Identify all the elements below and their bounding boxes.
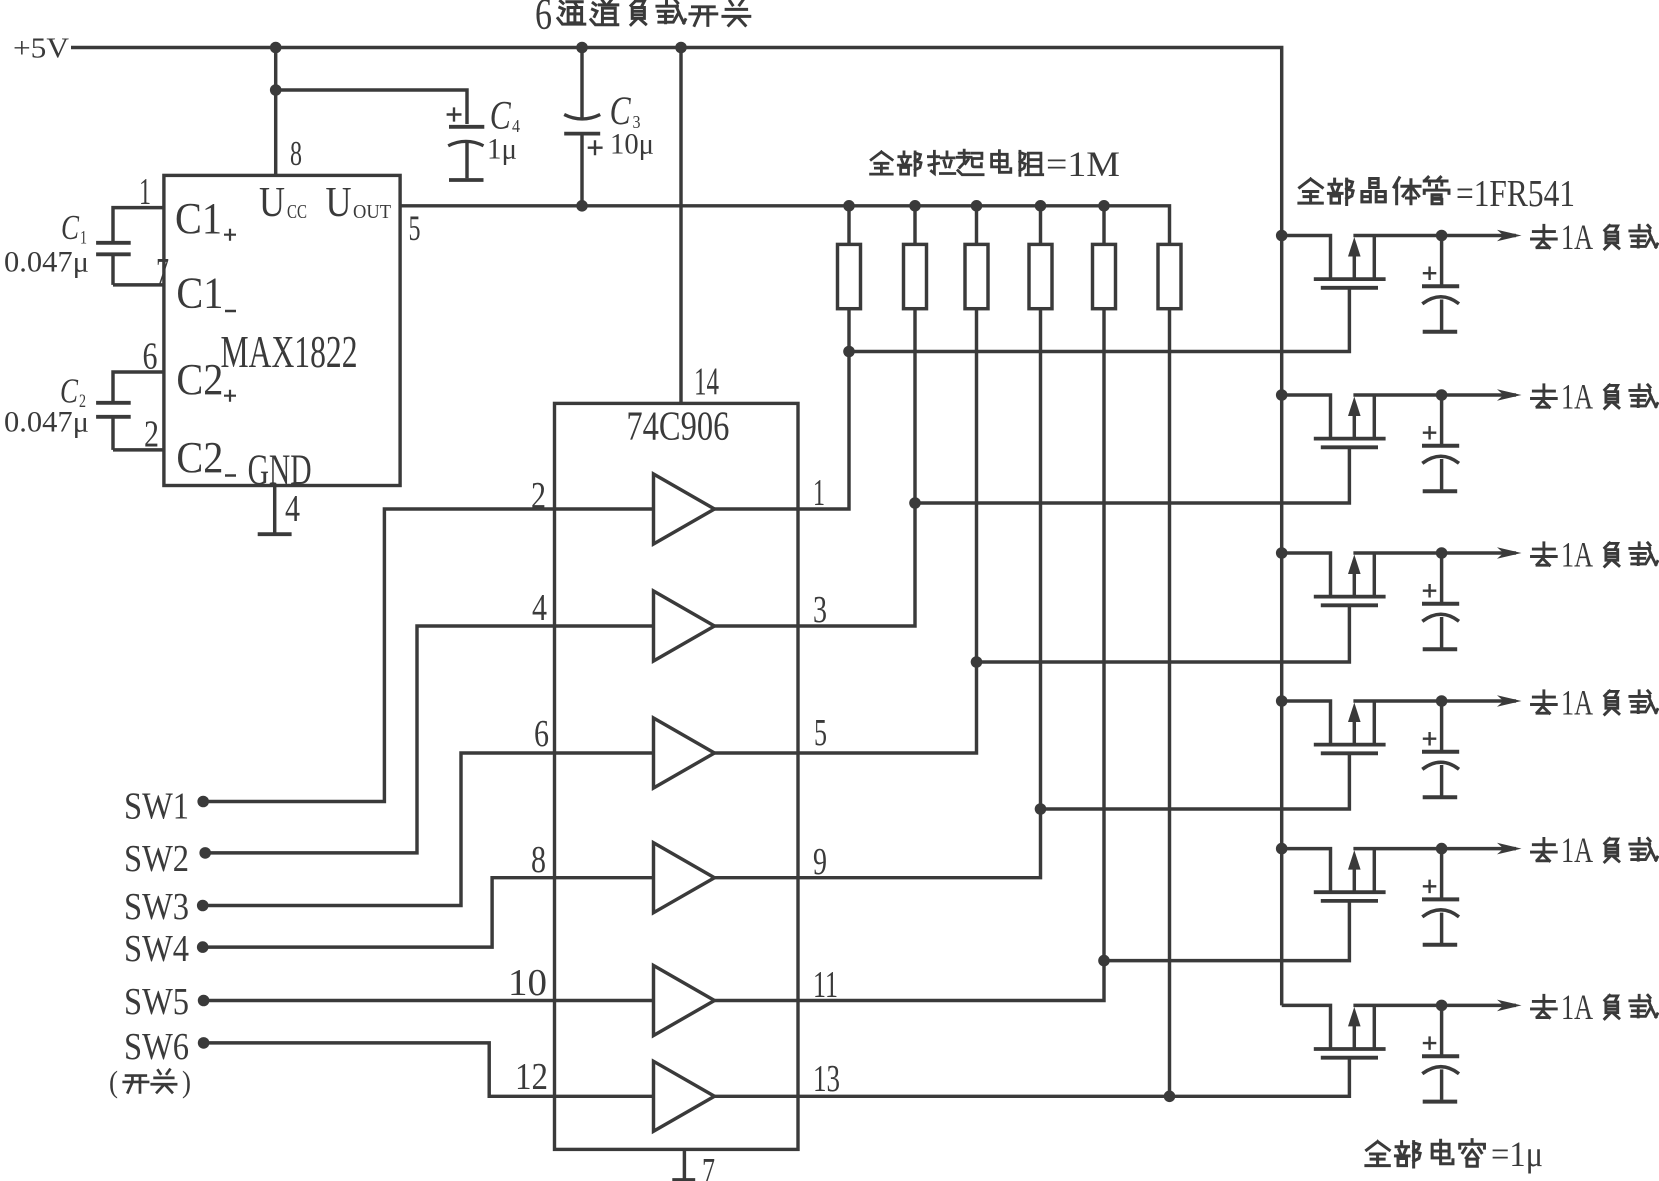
svg-text:1A: 1A	[1561, 830, 1593, 870]
svg-text:8: 8	[531, 839, 546, 881]
svg-text:3: 3	[813, 589, 827, 631]
svg-text:MAX1822: MAX1822	[221, 326, 358, 377]
svg-text:C: C	[60, 372, 78, 411]
svg-text:2: 2	[79, 391, 86, 412]
svg-text:C1: C1	[176, 269, 223, 318]
svg-text:2: 2	[531, 475, 546, 517]
svg-text:1: 1	[80, 228, 87, 249]
svg-text:5: 5	[409, 208, 421, 248]
svg-text:2: 2	[144, 414, 159, 456]
svg-text:1A: 1A	[1561, 987, 1593, 1027]
svg-text:C: C	[61, 208, 79, 247]
svg-text:GND: GND	[248, 447, 312, 494]
svg-text:7: 7	[156, 251, 169, 293]
svg-text:SW6: SW6	[124, 1026, 189, 1068]
svg-text:CC: CC	[287, 201, 307, 223]
svg-text:=1M: =1M	[1046, 144, 1120, 184]
svg-text:C: C	[490, 93, 512, 138]
svg-text:14: 14	[694, 360, 719, 403]
svg-text:): )	[182, 1064, 191, 1099]
svg-text:1A: 1A	[1561, 217, 1593, 257]
svg-text:SW3: SW3	[124, 886, 189, 928]
svg-text:4: 4	[512, 116, 520, 136]
svg-text:1A: 1A	[1561, 377, 1593, 417]
svg-text:3: 3	[633, 112, 641, 132]
svg-text:SW4: SW4	[124, 928, 189, 970]
svg-text:10μ: 10μ	[610, 128, 654, 161]
svg-text:OUT: OUT	[353, 201, 391, 223]
svg-text:9: 9	[813, 841, 827, 883]
svg-text:4: 4	[285, 488, 300, 530]
svg-text:1: 1	[813, 472, 825, 514]
svg-text:=1FR541: =1FR541	[1456, 173, 1575, 215]
svg-text:SW1: SW1	[124, 786, 189, 828]
svg-text:7: 7	[702, 1151, 715, 1181]
svg-text:1: 1	[139, 171, 151, 213]
svg-text:(: (	[109, 1064, 118, 1099]
svg-text:0.047μ: 0.047μ	[4, 246, 89, 279]
svg-text:1A: 1A	[1561, 535, 1593, 575]
svg-text:0.047μ: 0.047μ	[4, 406, 89, 439]
svg-text:C2: C2	[176, 433, 223, 482]
svg-text:SW2: SW2	[124, 838, 189, 880]
svg-text:U: U	[259, 180, 285, 226]
svg-text:10: 10	[508, 962, 547, 1004]
svg-text:C: C	[610, 88, 632, 133]
svg-text:=1μ: =1μ	[1491, 1134, 1543, 1174]
svg-text:6: 6	[535, 0, 552, 39]
svg-text:74C906: 74C906	[626, 403, 729, 449]
svg-text:4: 4	[532, 587, 547, 629]
svg-text:12: 12	[515, 1056, 548, 1098]
svg-text:C1: C1	[175, 194, 222, 243]
svg-text:U: U	[326, 180, 352, 226]
svg-text:1μ: 1μ	[487, 133, 517, 166]
svg-text:C2: C2	[176, 355, 223, 404]
svg-text:1A: 1A	[1561, 683, 1593, 723]
svg-text:8: 8	[290, 134, 302, 173]
svg-text:6: 6	[143, 336, 158, 378]
svg-text:6: 6	[534, 713, 549, 755]
svg-text:SW5: SW5	[124, 981, 189, 1023]
svg-text:13: 13	[813, 1058, 840, 1100]
svg-text:5: 5	[814, 712, 827, 754]
svg-text:11: 11	[813, 964, 838, 1006]
svg-text:+5V: +5V	[13, 34, 69, 65]
